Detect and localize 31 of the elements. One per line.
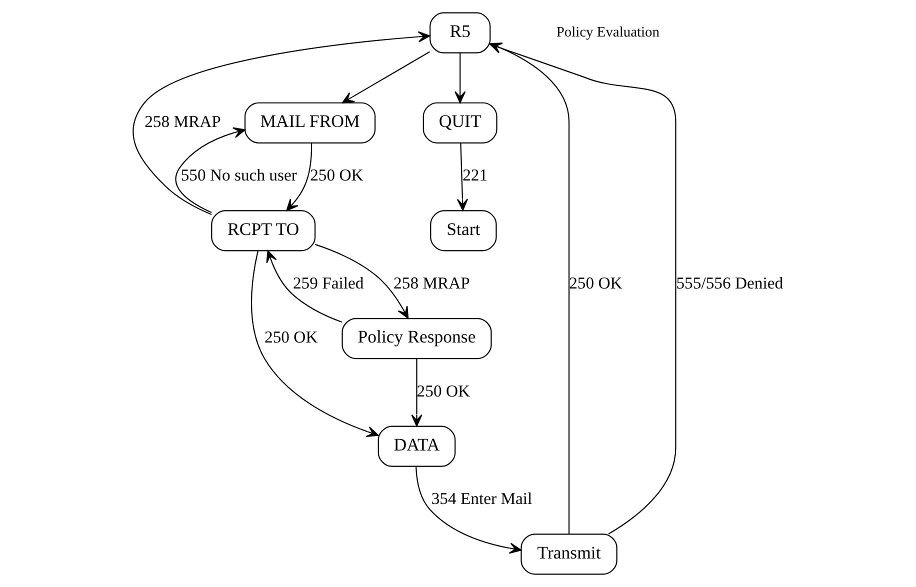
edge-label: 221: [462, 166, 488, 185]
arrow: [250, 250, 379, 437]
node-box: Transmit: [520, 534, 618, 575]
edge-label: 258 MRAP: [394, 274, 470, 292]
node-box: Policy Response: [342, 318, 492, 360]
arrow: [342, 51, 430, 104]
edge-label: 259 Failed: [292, 274, 364, 292]
arrow: [266, 250, 342, 323]
node-box: QUIT: [422, 102, 498, 144]
arrow: [411, 359, 422, 427]
edge-label: 250 OK: [310, 166, 364, 185]
arrow: [456, 143, 468, 211]
arrow: [132, 31, 430, 215]
node-box: R5: [430, 12, 491, 54]
arrow: [315, 244, 409, 319]
edge-label: 550 No such user: [180, 166, 297, 185]
edge-label: 250 OK: [569, 274, 622, 292]
arrow: [175, 127, 246, 214]
edge-label: 250 OK: [264, 327, 318, 346]
node-box: DATA: [378, 426, 456, 467]
arrow: [454, 53, 466, 104]
edge-label: 250 OK: [416, 381, 470, 400]
label: Policy Evaluation: [556, 24, 660, 41]
arrow: [415, 466, 522, 554]
arrow: [286, 143, 312, 212]
node-box: Start: [430, 210, 497, 252]
node-box: MAIL FROM: [244, 102, 376, 144]
edge-label: 354 Enter Mail: [431, 489, 532, 508]
edge-label: 555/556 Denied: [676, 274, 784, 292]
node-box: RCPT TO: [211, 210, 316, 252]
edge-label: 258 MRAP: [144, 112, 221, 131]
